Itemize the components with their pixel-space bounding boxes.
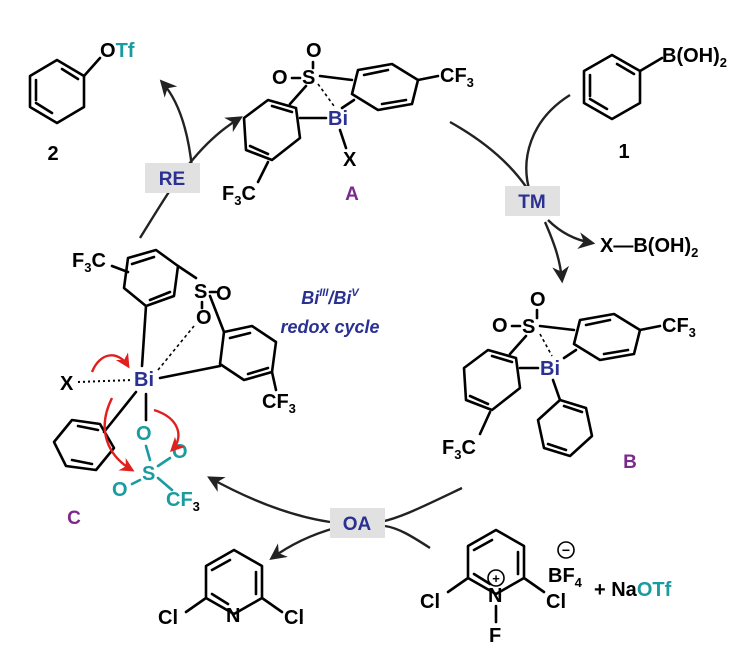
svg-text:O: O bbox=[172, 441, 188, 463]
svg-text:S: S bbox=[142, 463, 155, 485]
svg-text:Cl: Cl bbox=[284, 607, 304, 629]
arc-oa-to-c bbox=[207, 476, 331, 524]
step-re: RE bbox=[145, 163, 200, 193]
svg-text:S: S bbox=[194, 281, 207, 303]
electron-arrow-3 bbox=[153, 408, 186, 453]
svg-text:Cl: Cl bbox=[420, 591, 440, 613]
svg-text:Cl: Cl bbox=[546, 591, 566, 613]
electron-arrow-2 bbox=[103, 397, 135, 472]
svg-text:−: − bbox=[562, 542, 570, 558]
compound-2-number: 2 bbox=[47, 143, 58, 165]
svg-text:X: X bbox=[343, 149, 357, 171]
intermediate-a: O O S CF3 Bi X F3C A bbox=[222, 40, 474, 208]
svg-text:S: S bbox=[522, 316, 535, 338]
svg-text:O: O bbox=[272, 67, 288, 89]
cycle-title-line2: redox cycle bbox=[280, 317, 379, 337]
svg-text:CF3: CF3 bbox=[440, 65, 474, 90]
svg-text:Bi: Bi bbox=[328, 108, 348, 130]
svg-text:CF3: CF3 bbox=[662, 315, 696, 340]
step-tm: TM bbox=[505, 186, 560, 216]
svg-text:CF3: CF3 bbox=[262, 391, 296, 416]
svg-text:O: O bbox=[306, 40, 322, 62]
svg-text:S: S bbox=[302, 67, 315, 89]
svg-text:Cl: Cl bbox=[158, 607, 178, 629]
intermediate-c: F3C S O O CF3 Bi X O S O O CF3 bbox=[52, 248, 296, 529]
arc-b-to-oa bbox=[379, 486, 463, 524]
step-tm-label: TM bbox=[518, 192, 545, 213]
electron-arrow-1 bbox=[90, 352, 130, 373]
svg-text:F3C: F3C bbox=[72, 250, 106, 275]
svg-text:O: O bbox=[112, 479, 128, 501]
dichloropyridine: Cl Cl N bbox=[158, 548, 304, 629]
compound-1: B(OH)2 1 bbox=[582, 45, 727, 163]
byproduct-label: X—B(OH)2 bbox=[600, 235, 698, 260]
svg-text:O: O bbox=[216, 283, 232, 305]
step-re-label: RE bbox=[159, 169, 185, 190]
intermediate-b: O O S CF3 Bi F3C B bbox=[442, 289, 696, 473]
svg-text:O: O bbox=[530, 289, 546, 311]
svg-text:Bi: Bi bbox=[134, 369, 154, 391]
step-oa: OA bbox=[330, 508, 385, 538]
arc-tm-to-b bbox=[543, 221, 570, 284]
svg-text:Bi: Bi bbox=[540, 358, 560, 380]
svg-text:O: O bbox=[492, 315, 508, 337]
svg-text:BF4: BF4 bbox=[548, 565, 583, 590]
fluoropyridinium-salt: Cl Cl N + F − BF4 + NaOTf bbox=[420, 528, 672, 647]
svg-text:O: O bbox=[196, 307, 212, 329]
svg-text:F3C: F3C bbox=[442, 437, 476, 462]
label-c: C bbox=[67, 508, 81, 529]
compound-2-otf: OTf bbox=[100, 40, 135, 62]
svg-text:F: F bbox=[489, 625, 501, 647]
arc-1-to-tm bbox=[525, 93, 571, 193]
svg-text:X: X bbox=[60, 373, 74, 395]
svg-text:O: O bbox=[136, 423, 152, 445]
arc-re-to-2 bbox=[159, 79, 194, 169]
svg-text:+: + bbox=[492, 571, 500, 586]
svg-text:CF3: CF3 bbox=[166, 489, 200, 514]
svg-text:BiIII/BiV: BiIII/BiV bbox=[301, 287, 360, 308]
svg-text:B(OH)2: B(OH)2 bbox=[662, 45, 727, 70]
step-oa-label: OA bbox=[343, 514, 372, 535]
arc-salt-to-oa bbox=[384, 524, 431, 550]
naotf-label: + NaOTf bbox=[594, 579, 672, 601]
svg-text:F3C: F3C bbox=[222, 183, 256, 208]
svg-text:N: N bbox=[488, 585, 502, 607]
label-a: A bbox=[345, 184, 359, 205]
compound-1-number: 1 bbox=[618, 141, 629, 163]
arc-oa-to-pyridine bbox=[269, 526, 336, 560]
arc-tm-to-byproduct bbox=[547, 219, 596, 249]
svg-text:N: N bbox=[226, 605, 240, 627]
compound-2: OTf 2 bbox=[28, 40, 135, 165]
label-b: B bbox=[623, 452, 637, 473]
cycle-title: BiIII/BiV redox cycle bbox=[280, 287, 379, 337]
